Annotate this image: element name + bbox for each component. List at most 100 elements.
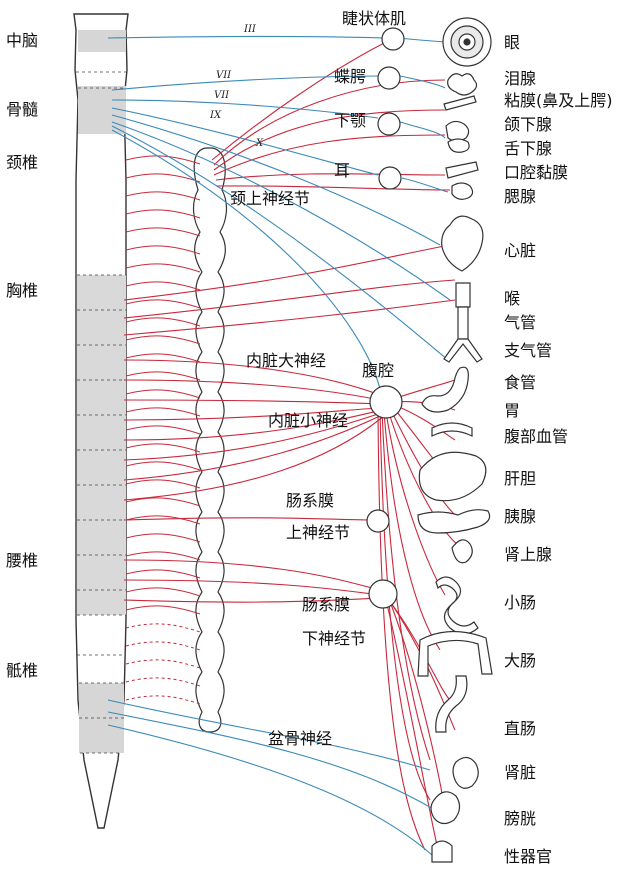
thoracic-segment: [77, 275, 126, 615]
larynx-label: 喉: [504, 289, 521, 308]
celiac-label: 腹腔: [362, 361, 395, 380]
sublingual-label: 舌下腺: [504, 139, 553, 158]
genitals-label: 性器官: [504, 847, 553, 866]
parasympathetic-fibres: [107, 35, 451, 856]
submandibular-ganglion-label: 下颚: [334, 111, 367, 130]
liver-organ: [418, 451, 487, 502]
sympathetic-ramus: [125, 389, 201, 399]
sympathetic-ramus: [125, 605, 201, 615]
large-intestine-label: 大肠: [504, 651, 537, 670]
thoracic-label: 胸椎: [6, 281, 39, 300]
abdominal-vessels-label: 腹部血管: [504, 427, 569, 446]
genitals-organ: [431, 840, 453, 863]
submandibular-ganglion: [377, 112, 401, 136]
pancreas-organ: [417, 509, 491, 534]
sympathetic-ramus: [125, 641, 201, 651]
sympathetic-ramus: [125, 173, 201, 183]
sympathetic-ramus: [125, 263, 201, 273]
sympathetic-ramus: [125, 191, 201, 201]
sympathetic-ramus: [125, 425, 201, 435]
sympathetic-ramus: [125, 533, 201, 543]
midbrain-label: 中脑: [6, 31, 39, 50]
rectum-label: 直肠: [504, 719, 537, 738]
bladder-organ: [430, 791, 461, 825]
large-intestine-organ: [417, 630, 493, 677]
small-intestine-organ: [435, 576, 479, 635]
sympathetic-ramus: [125, 677, 201, 687]
eye-organ: [442, 17, 492, 67]
sympathetic-ramus: [125, 461, 201, 471]
sympathetic-ramus: [125, 407, 201, 417]
sympathetic-ramus: [125, 335, 201, 345]
superior-mesenteric-ganglion: [366, 509, 390, 533]
sympathetic-ramus: [125, 569, 201, 579]
sublingual-organ: [447, 138, 470, 153]
inferior-mesenteric-ganglion: [368, 579, 398, 609]
sympathetic-ramus: [125, 155, 201, 165]
sympathetic-postganglionic-fibres: [123, 39, 459, 859]
sympathetic-ramus: [125, 227, 201, 237]
oral-mucosa-organ: [445, 161, 479, 179]
medulla-label: 骨髓: [6, 100, 39, 119]
sympathetic-ramus: [125, 515, 201, 525]
otic-ganglion: [378, 166, 402, 190]
liver-label: 肝胆: [504, 469, 537, 488]
sympathetic-ramus: [125, 317, 201, 327]
superior-cervical-label: 颈上神经节: [230, 189, 311, 208]
rectum-organ: [435, 675, 468, 733]
mucosa-label: 粘膜(鼻及上腭): [504, 91, 613, 110]
sympathetic-ramus: [125, 245, 201, 255]
pancreas-label: 胰腺: [504, 507, 537, 526]
stomach-label: 胃: [504, 401, 521, 420]
cranial-nerve-ix: IX: [210, 110, 222, 121]
sympathetic-ramus: [125, 299, 201, 309]
kidney-label: 肾脏: [504, 763, 537, 782]
sympathetic-ramus: [125, 695, 201, 705]
oral-mucosa-label: 口腔黏膜: [504, 163, 569, 182]
sympathetic-ramus: [125, 479, 201, 489]
otic-label: 耳: [334, 161, 351, 180]
eye-label: 眼: [504, 33, 521, 52]
medulla-segment: [78, 86, 126, 134]
sympathetic-ramus: [125, 209, 201, 219]
sympathetic-chain: [192, 147, 228, 733]
bronchi-label: 支气管: [504, 341, 553, 360]
sympathetic-ramus: [125, 623, 201, 633]
sympathetic-ramus: [125, 551, 201, 561]
celiac-ganglion: [369, 385, 403, 419]
parotid-organ: [451, 182, 474, 200]
sacral-label: 骶椎: [6, 661, 39, 680]
pterygopalatine-ganglion: [377, 66, 401, 90]
sympathetic-ramus: [125, 281, 201, 291]
ciliary-label: 睫状体肌: [342, 9, 407, 28]
abdominal-vessels-organ: [431, 422, 473, 437]
superior-mesenteric-label-2: 上神经节: [286, 523, 351, 542]
ciliary-ganglion: [381, 27, 405, 51]
bronchi-organ: [443, 338, 483, 363]
sympathetic-ramus: [125, 497, 201, 507]
lacrimal-label: 泪腺: [504, 69, 537, 88]
trachea-organ: [457, 306, 469, 340]
bladder-label: 膀胱: [504, 809, 537, 828]
heart-organ: [441, 215, 484, 272]
mucosa-organ: [443, 95, 477, 111]
sympathetic-ramus: [125, 587, 201, 597]
trachea-label: 气管: [504, 313, 537, 332]
small-intestine-label: 小肠: [504, 593, 537, 612]
cranial-nerve-vii-a: VII: [216, 70, 232, 81]
superior-mesenteric-label-1: 肠系膜: [286, 491, 335, 510]
heart-label: 心脏: [504, 241, 537, 260]
cranial-nerve-iii: III: [244, 24, 256, 35]
sympathetic-ramus: [125, 353, 201, 363]
esophagus-label: 食管: [504, 373, 537, 392]
sympathetic-ramus: [125, 659, 201, 669]
cervical-label: 颈椎: [6, 153, 39, 172]
spinal-cord: [73, 13, 129, 829]
kidney-organ: [452, 756, 479, 789]
pterygopalatine-label: 蝶腭: [334, 67, 367, 86]
inferior-mesenteric-label-1: 肠系膜: [302, 595, 351, 614]
adrenal-label: 肾上腺: [504, 545, 553, 564]
inferior-mesenteric-label-2: 下神经节: [302, 629, 367, 648]
cranial-nerve-x: X: [256, 138, 264, 149]
